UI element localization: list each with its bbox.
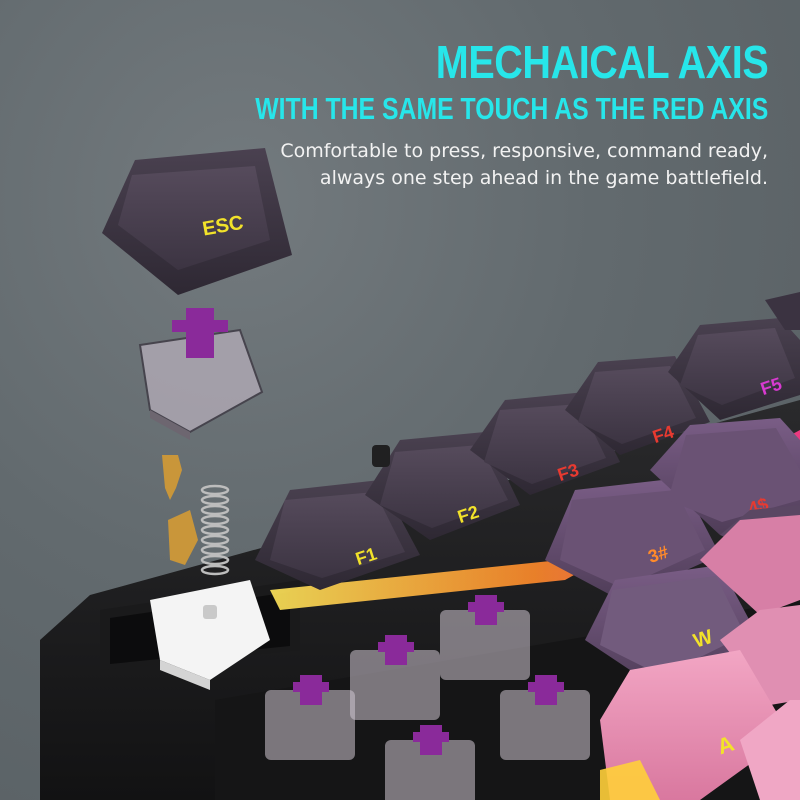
- keycap-f2: F2: [365, 432, 520, 540]
- keycap-e-partial: [700, 515, 800, 615]
- gold-contact-leaves: [162, 455, 198, 565]
- headline-block: MECHAICAL AXIS WITH THE SAME TOUCH AS TH…: [127, 38, 768, 126]
- keycap-3: 3#: [545, 478, 720, 600]
- switch-top-housing: [138, 308, 264, 440]
- keycap-a: A: [600, 650, 790, 800]
- headline-subtitle: WITH THE SAME TOUCH AS THE RED AXIS: [254, 91, 768, 126]
- key-a-legend: A: [714, 730, 737, 759]
- keycap-s-partial: [720, 605, 800, 705]
- description-line-2: always one step ahead in the game battle…: [319, 167, 768, 189]
- description-text: Comfortable to press, responsive, comman…: [280, 138, 768, 192]
- keycap-f5: F5: [668, 318, 800, 420]
- keycap-z-partial: [740, 700, 800, 800]
- keycap-f1: F1: [255, 480, 420, 590]
- rgb-backlight: [270, 430, 800, 610]
- switch-bottom-housing: [150, 580, 270, 690]
- bottom-backlight: [600, 760, 660, 800]
- keycap-f6-partial: [765, 292, 800, 330]
- exposed-switches: [265, 595, 590, 800]
- headline-title: MECHAICAL AXIS: [435, 36, 769, 88]
- description-line-1: Comfortable to press, responsive, comman…: [280, 140, 768, 162]
- keycap-4: 4$: [650, 418, 800, 535]
- keycap-esc: ESC: [102, 148, 292, 295]
- keycap-f4: F4: [565, 356, 710, 455]
- switch-spring: [200, 484, 230, 576]
- volume-knob: [372, 445, 390, 467]
